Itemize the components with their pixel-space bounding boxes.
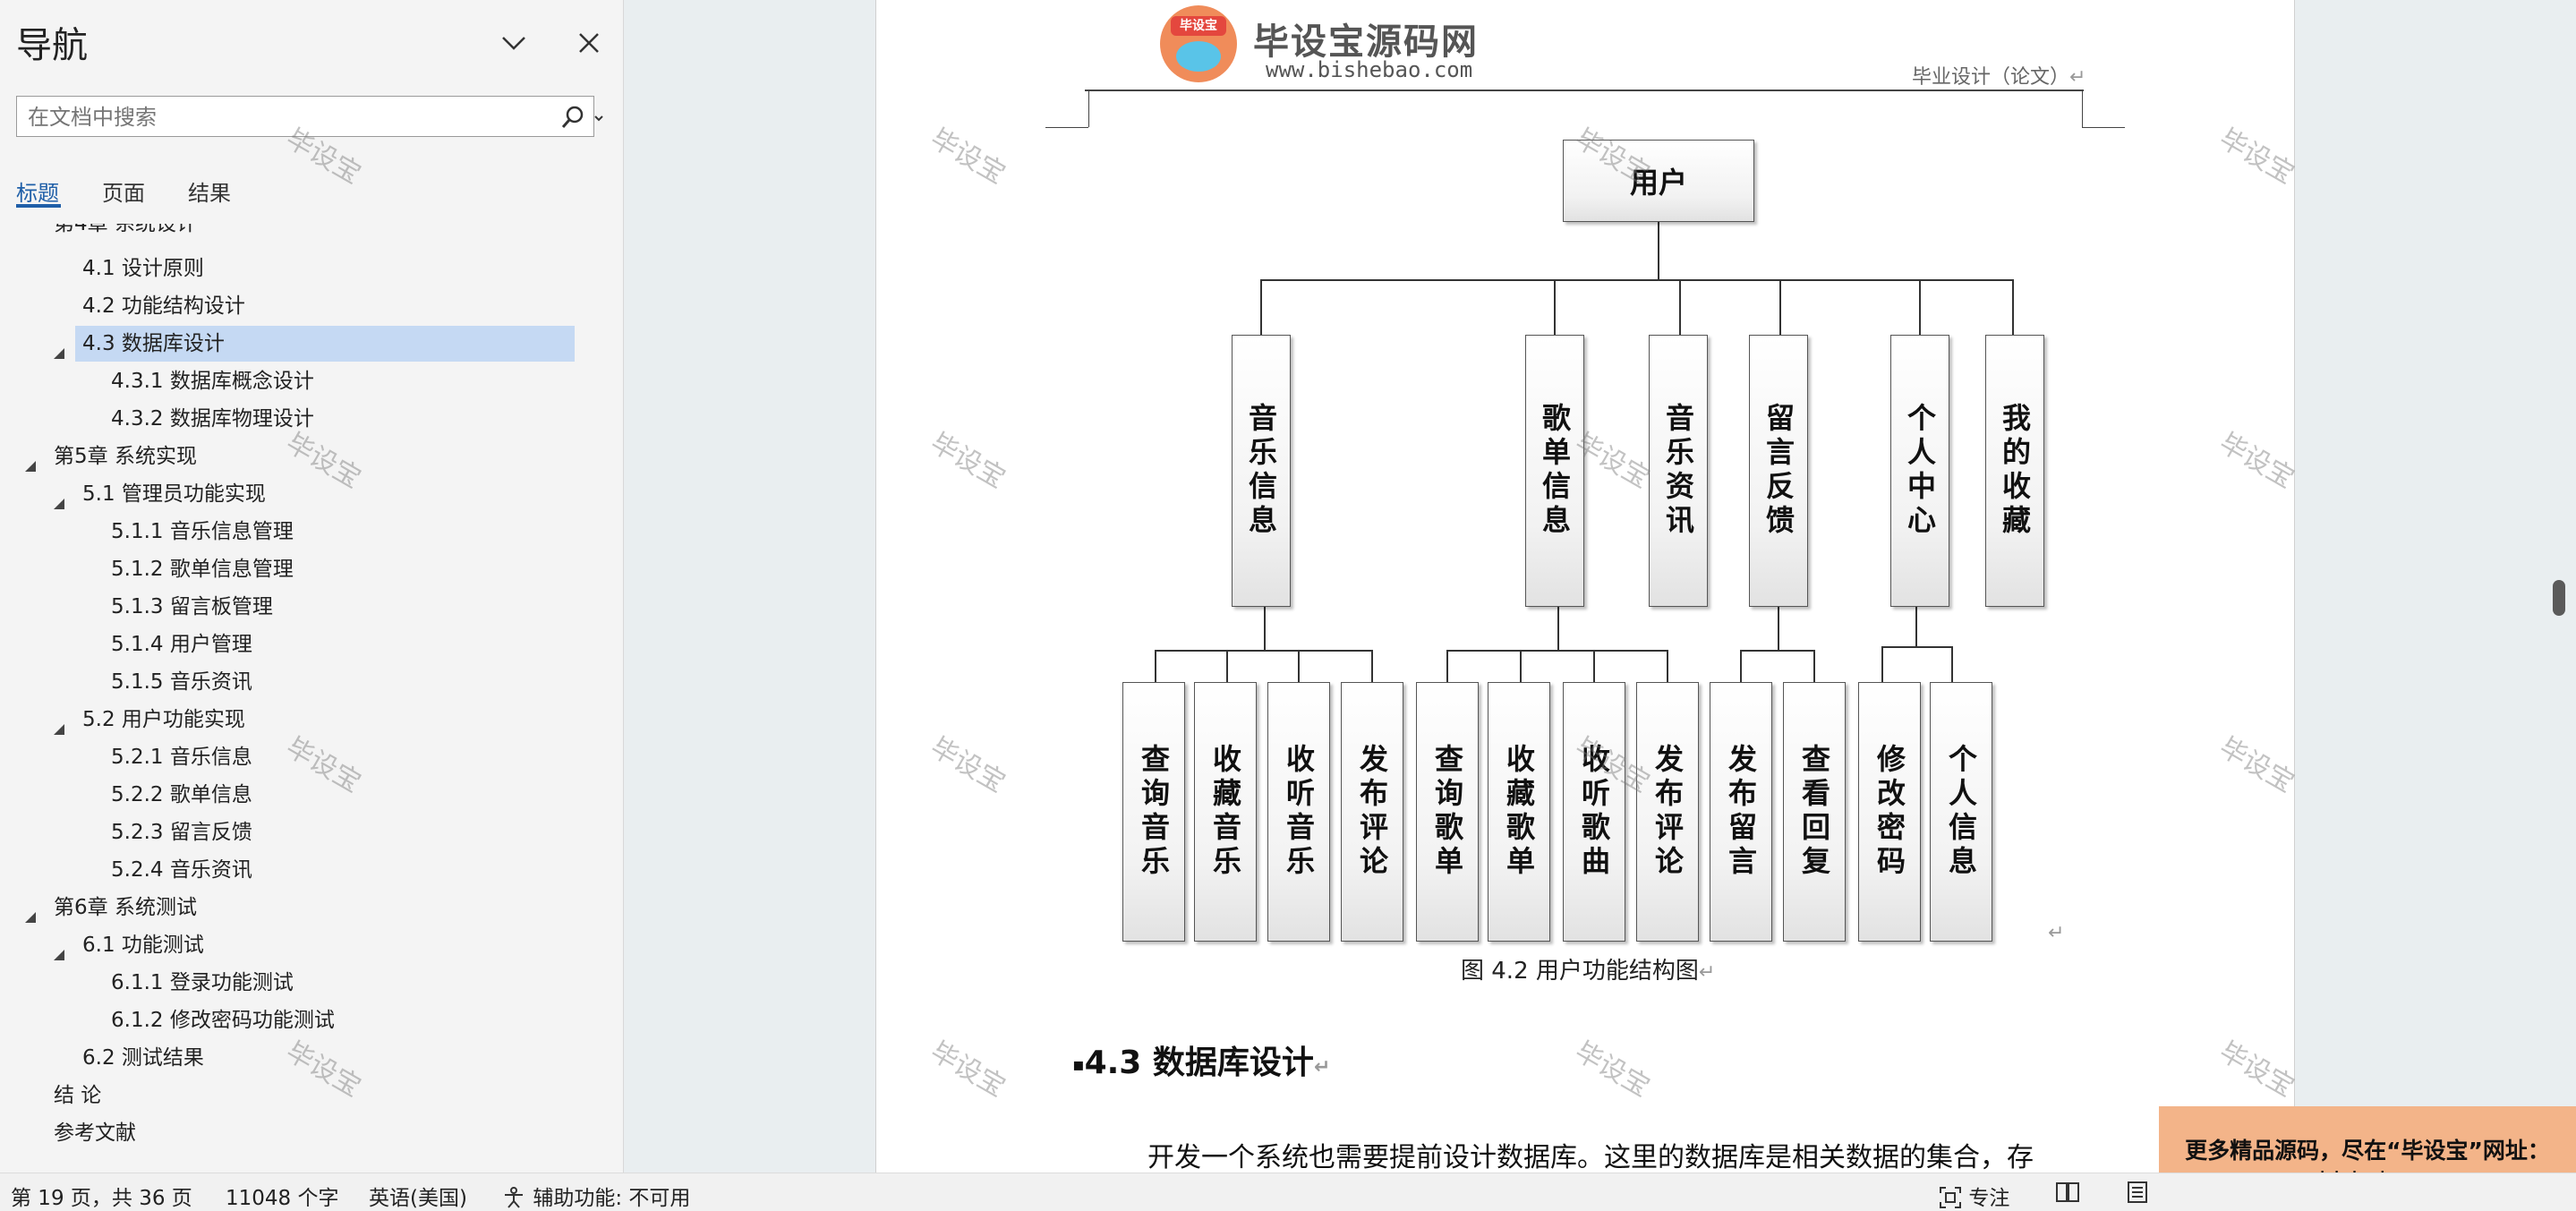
diagram-node: 发布评论	[1341, 682, 1403, 942]
outline-item[interactable]: 5.2.3 留言反馈	[111, 821, 252, 844]
accessibility-icon	[505, 1187, 523, 1208]
diagram-node-root: 用户	[1563, 140, 1754, 222]
expand-triangle-icon[interactable]	[52, 722, 66, 740]
outline-item[interactable]: 5.2.1 音乐信息	[111, 746, 252, 769]
outline-item[interactable]: 4.3.1 数据库概念设计	[111, 370, 314, 393]
outline-item[interactable]: 第4章 系统设计	[54, 224, 197, 235]
outline-item[interactable]: 5.1.4 用户管理	[111, 633, 252, 656]
outline-item[interactable]: 6.1 功能测试	[82, 934, 204, 957]
print-layout-icon[interactable]	[2125, 1181, 2150, 1209]
diagram-node: 音乐资讯	[1649, 335, 1708, 607]
outline-item[interactable]: 5.2.4 音乐资讯	[111, 858, 252, 882]
diagram-node: 个人中心	[1890, 335, 1949, 607]
body-paragraph: 开发一个系统也需要提前设计数据库。这里的数据库是相关数据的集合，存	[1147, 1142, 2034, 1173]
diagram-node: 收藏歌单	[1488, 682, 1550, 942]
crop-mark	[1045, 127, 1088, 128]
diagram-node: 收藏音乐	[1194, 682, 1257, 942]
search-icon[interactable]	[559, 104, 586, 131]
diagram-node: 我的收藏	[1985, 335, 2044, 607]
focus-mode-button[interactable]: 专注	[1939, 1181, 2009, 1211]
diagram-node: 发布评论	[1636, 682, 1699, 942]
figure-caption: 图 4.2 用户功能结构图↵	[1461, 958, 1716, 985]
section-heading: ▪4.3 数据库设计↵	[1072, 1045, 1331, 1081]
outline-item[interactable]: 6.2 测试结果	[82, 1046, 204, 1070]
expand-triangle-icon[interactable]	[23, 459, 38, 477]
page-count[interactable]: 第 19 页，共 36 页	[11, 1187, 192, 1210]
vertical-scrollbar-thumb[interactable]	[2553, 580, 2565, 616]
diagram-node: 收听歌曲	[1563, 682, 1625, 942]
crop-mark	[2082, 127, 2125, 128]
outline-item[interactable]: 6.1.1 登录功能测试	[111, 971, 294, 994]
read-mode-icon[interactable]	[2055, 1181, 2080, 1209]
close-icon[interactable]	[573, 27, 605, 59]
logo-mascot-icon: 毕设宝	[1160, 5, 1237, 82]
diagram-node: 查询歌单	[1416, 682, 1479, 942]
diagram-node: 个人信息	[1930, 682, 1992, 942]
diagram-node: 修改密码	[1858, 682, 1921, 942]
heading-outline: 第4章 系统设计 4.1 设计原则 4.2 功能结构设计 4.3 数据库设计 4…	[0, 224, 623, 1173]
diagram-node: 收听音乐	[1267, 682, 1330, 942]
outline-item[interactable]: 5.1.2 歌单信息管理	[111, 558, 294, 581]
outline-item[interactable]: 第5章 系统实现	[54, 445, 197, 468]
word-count[interactable]: 11048 个字	[226, 1187, 339, 1210]
header-rule	[1085, 90, 2084, 91]
outline-item[interactable]: 6.1.2 修改密码功能测试	[111, 1009, 335, 1032]
chevron-down-icon[interactable]	[498, 27, 530, 59]
site-logo: 毕设宝 毕设宝源码网 www.bishebao.com	[1160, 5, 1500, 82]
diagram-node: 音乐信息	[1232, 335, 1291, 607]
outline-item[interactable]: 第6章 系统测试	[54, 896, 197, 919]
outline-item[interactable]: 5.1.3 留言板管理	[111, 595, 273, 618]
outline-item[interactable]: 5.1.5 音乐资讯	[111, 670, 252, 694]
language-indicator[interactable]: 英语(美国)	[369, 1187, 467, 1210]
focus-icon	[1940, 1187, 1961, 1208]
diagram-node: 留言反馈	[1749, 335, 1808, 607]
diagram-node: 发布留言	[1710, 682, 1772, 942]
expand-triangle-icon[interactable]	[23, 910, 38, 928]
outline-item[interactable]: 5.2.2 歌单信息	[111, 783, 252, 806]
search-options-icon[interactable]	[593, 104, 604, 134]
outline-item[interactable]: 参考文献	[54, 1121, 136, 1145]
diagram-node: 查看回复	[1783, 682, 1846, 942]
crop-mark	[1088, 91, 1089, 127]
outline-item[interactable]: 5.2 用户功能实现	[82, 708, 245, 731]
outline-item[interactable]: 5.1 管理员功能实现	[82, 482, 266, 506]
diagram-node: 查询音乐	[1122, 682, 1185, 942]
tab-headings[interactable]: 标题	[16, 181, 59, 206]
tab-results[interactable]: 结果	[188, 181, 231, 206]
expand-triangle-icon[interactable]	[52, 497, 66, 515]
crop-mark	[2082, 91, 2083, 127]
page-header: 毕业设计（论文）↵	[1912, 66, 2086, 89]
tab-pages[interactable]: 页面	[102, 181, 145, 206]
outline-item-selected[interactable]: 4.3 数据库设计	[75, 326, 575, 362]
nav-title: 导航	[16, 25, 88, 66]
outline-item[interactable]: 4.1 设计原则	[82, 257, 204, 280]
outline-item[interactable]: 4.2 功能结构设计	[82, 294, 245, 318]
outline-item[interactable]: 结 论	[54, 1084, 102, 1107]
active-tab-indicator	[16, 204, 61, 208]
navigation-pane: 导航 标题 页面 结果 第4章 系统设计 4.1 设计原则 4.2 功能结构设计…	[0, 0, 624, 1173]
search-input[interactable]	[26, 102, 531, 132]
accessibility-status[interactable]: 辅助功能: 不可用	[501, 1181, 690, 1211]
outline-item[interactable]: 4.3.2 数据库物理设计	[111, 407, 314, 431]
status-bar: 第 19 页，共 36 页 11048 个字 英语(美国) 辅助功能: 不可用 …	[0, 1173, 2576, 1211]
search-box	[16, 96, 603, 137]
diagram-node: 歌单信息	[1525, 335, 1584, 607]
expand-triangle-icon[interactable]	[52, 346, 66, 364]
expand-triangle-icon[interactable]	[52, 948, 66, 966]
paragraph-mark: ↵	[2048, 922, 2065, 944]
outline-item[interactable]: 5.1.1 音乐信息管理	[111, 520, 294, 543]
